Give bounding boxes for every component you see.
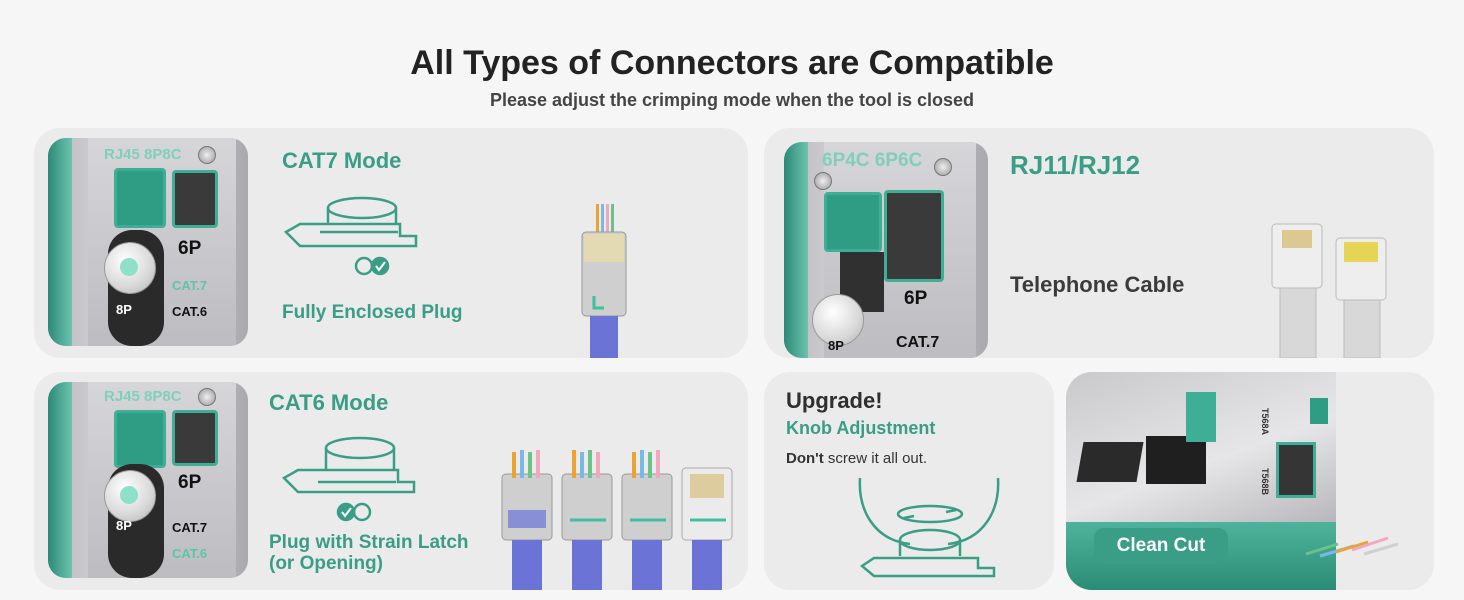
mark-cat6: CAT.6 bbox=[172, 304, 208, 319]
upgrade-heading: Upgrade! bbox=[786, 388, 883, 413]
enclosed-plug-icon bbox=[581, 204, 627, 358]
crimper-photo-rj11: 6P4C 6P6C 6P 8P CAT.7 bbox=[784, 142, 988, 358]
page-subtitle: Please adjust the crimping mode when the… bbox=[489, 90, 975, 110]
upgrade-panel: Upgrade! Knob Adjustment Don't screw it … bbox=[764, 372, 1054, 590]
knob-diagram-icon bbox=[281, 436, 416, 522]
tool-label: RJ45 8P8C bbox=[104, 388, 182, 405]
knob-note: Don't screw it all out. bbox=[786, 450, 928, 467]
mark-6p: 6P bbox=[904, 288, 928, 309]
hands-turning-knob-icon bbox=[858, 477, 1000, 578]
knob-adjustment-subheading: Knob Adjustment bbox=[786, 418, 936, 438]
cable-label: Telephone Cable bbox=[1010, 272, 1185, 297]
page-title: All Types of Connectors are Compatible bbox=[410, 44, 1054, 82]
mark-8p: 8P bbox=[116, 302, 132, 317]
mark-cat6: CAT.6 bbox=[172, 546, 208, 561]
strain-latch-plugs-icon bbox=[501, 450, 733, 590]
mark-6p: 6P bbox=[178, 472, 202, 493]
mode-knob bbox=[812, 294, 864, 346]
tool-label: RJ45 8P8C bbox=[104, 146, 182, 163]
cut-wires-icon bbox=[1305, 536, 1399, 558]
clean-cut-badge: Clean Cut bbox=[1094, 528, 1228, 564]
rj11-mode-panel: 6P4C 6P6C 6P 8P CAT.7 RJ11/RJ12 Telephon… bbox=[764, 128, 1434, 358]
cat6-mode-panel: RJ45 8P8C 6P 8P CAT.7 CAT.6 CAT6 Mode Pl… bbox=[34, 372, 748, 590]
cat7-mode-panel: RJ45 8P8C 6P CAT.7 8P CAT.6 CAT7 Mode Fu… bbox=[34, 128, 748, 358]
telephone-plug-icon bbox=[1271, 223, 1387, 358]
mark-8p: 8P bbox=[828, 338, 844, 353]
crimper-photo-cat7: RJ45 8P8C 6P CAT.7 8P CAT.6 bbox=[48, 138, 248, 346]
mode-knob bbox=[104, 470, 156, 522]
plug-label: Fully Enclosed Plug bbox=[282, 302, 463, 323]
mark-8p: 8P bbox=[116, 518, 132, 533]
plug-label-line2: (or Opening) bbox=[269, 553, 383, 574]
mark-6p: 6P bbox=[178, 238, 202, 259]
mark-cat7: CAT.7 bbox=[172, 278, 208, 293]
mode-title: CAT7 Mode bbox=[282, 148, 402, 173]
clean-cut-panel: T568A T568B Clean Cut bbox=[1066, 372, 1434, 590]
plug-label-line1: Plug with Strain Latch bbox=[269, 532, 469, 553]
mode-title: CAT6 Mode bbox=[269, 390, 389, 415]
knob-diagram-icon bbox=[283, 196, 418, 276]
t568a-label: T568A bbox=[1260, 408, 1270, 436]
tool-label: 6P4C 6P6C bbox=[822, 150, 923, 171]
crimper-photo-cat6: RJ45 8P8C 6P 8P CAT.7 CAT.6 bbox=[48, 382, 248, 578]
t568b-label: T568B bbox=[1260, 468, 1270, 496]
mark-cat7: CAT.7 bbox=[172, 520, 208, 535]
mode-title: RJ11/RJ12 bbox=[1010, 150, 1141, 180]
mark-cat7: CAT.7 bbox=[896, 334, 940, 351]
